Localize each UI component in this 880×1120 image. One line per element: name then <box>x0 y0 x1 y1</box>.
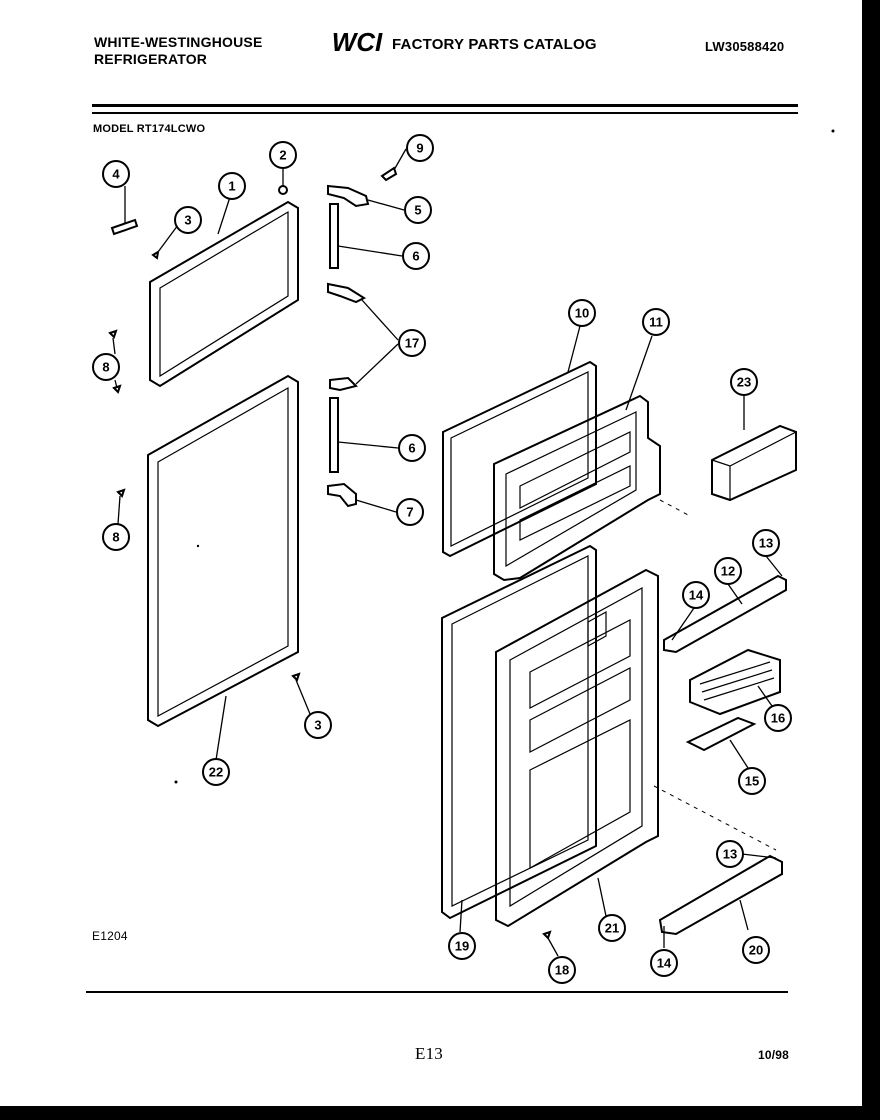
svg-text:3: 3 <box>314 718 321 733</box>
svg-text:8: 8 <box>102 360 109 375</box>
callout-21: 21 <box>598 914 626 942</box>
svg-text:16: 16 <box>771 711 785 726</box>
callout-3-upper: 3 <box>174 206 202 234</box>
alignment-line-upper <box>659 499 691 517</box>
svg-text:11: 11 <box>649 315 663 330</box>
part-23-door-bin <box>711 424 797 502</box>
callout-23: 23 <box>730 368 758 396</box>
wci-logo: WCI <box>332 28 383 56</box>
callout-12: 12 <box>714 557 742 585</box>
callout-2: 2 <box>269 141 297 169</box>
svg-text:17: 17 <box>405 336 419 351</box>
scan-speck <box>831 129 835 133</box>
svg-text:23: 23 <box>737 375 751 390</box>
callout-15: 15 <box>738 767 766 795</box>
part-18-screw <box>542 930 552 940</box>
page-code: E13 <box>415 1044 443 1063</box>
svg-text:6: 6 <box>412 249 419 264</box>
svg-text:10: 10 <box>575 306 589 321</box>
scan-speck <box>196 544 200 548</box>
callout-16: 16 <box>764 704 792 732</box>
revision-date: 10/98 <box>758 1048 790 1062</box>
callout-5: 5 <box>404 196 432 224</box>
svg-text:14: 14 <box>657 956 672 971</box>
callout-19: 19 <box>448 932 476 960</box>
svg-text:5: 5 <box>414 203 421 218</box>
svg-text:1: 1 <box>228 179 235 194</box>
callout-13-lower: 13 <box>716 840 744 868</box>
scan-border-bottom <box>0 1106 880 1120</box>
svg-text:21: 21 <box>605 921 619 936</box>
callout-1: 1 <box>218 172 246 200</box>
callout-6-upper: 6 <box>402 242 430 270</box>
svg-text:19: 19 <box>455 939 469 954</box>
header-rule-top <box>92 104 798 107</box>
callout-13-upper: 13 <box>752 529 780 557</box>
part-21-fresh-food-door-liner <box>495 568 659 928</box>
callout-22: 22 <box>202 758 230 786</box>
model-label: MODEL RT174LCWO <box>93 123 206 135</box>
svg-text:8: 8 <box>112 530 119 545</box>
part-20-lower-shelf-rail <box>658 854 783 936</box>
scan-border-right <box>862 0 880 1120</box>
wci-logo-text: WCI <box>332 28 383 56</box>
callout-14-lower: 14 <box>650 949 678 977</box>
part-3-screw-lower <box>291 672 301 682</box>
part-10-freezer-liner-frame <box>442 360 597 558</box>
part-3-screw-upper <box>151 250 160 260</box>
svg-text:22: 22 <box>209 765 223 780</box>
svg-text:6: 6 <box>408 441 415 456</box>
leader-lines <box>112 148 783 957</box>
catalog-title: FACTORY PARTS CATALOG <box>392 36 597 53</box>
figure-id: E1204 <box>92 929 128 943</box>
svg-text:20: 20 <box>749 943 763 958</box>
part-19-fresh-food-liner-frame <box>441 544 597 920</box>
svg-text:13: 13 <box>759 536 773 551</box>
hinge-assembly <box>327 166 398 508</box>
svg-text:9: 9 <box>416 141 423 156</box>
part-15-tray <box>685 716 757 752</box>
alignment-line-lower <box>653 785 777 851</box>
footer-rule <box>86 991 788 993</box>
part-11-freezer-door-liner <box>493 394 661 582</box>
callout-10: 10 <box>568 299 596 327</box>
callout-17: 17 <box>398 329 426 357</box>
callout-8-upper: 8 <box>92 353 120 381</box>
brand-line-2: REFRIGERATOR <box>94 51 208 67</box>
callout-20: 20 <box>742 936 770 964</box>
svg-text:18: 18 <box>555 963 569 978</box>
svg-text:7: 7 <box>406 505 413 520</box>
scan-speck <box>174 780 178 784</box>
callout-14-upper: 14 <box>682 581 710 609</box>
callout-9: 9 <box>406 134 434 162</box>
part-16-dairy-compartment <box>689 648 781 716</box>
svg-text:2: 2 <box>279 148 286 163</box>
callout-18: 18 <box>548 956 576 984</box>
brand-line-1: WHITE-WESTINGHOUSE <box>94 34 263 50</box>
callout-7: 7 <box>396 498 424 526</box>
part-12-door-shelf-rail <box>663 574 787 654</box>
svg-text:15: 15 <box>745 774 759 789</box>
part-2-screw <box>278 185 288 195</box>
svg-text:12: 12 <box>721 564 735 579</box>
part-22-fresh-food-gasket <box>147 374 299 728</box>
part-8-screw-a <box>108 329 118 339</box>
callout-4: 4 <box>102 160 130 188</box>
part-4-trim <box>110 218 139 236</box>
svg-text:4: 4 <box>112 167 120 182</box>
header-rule-bottom <box>92 112 798 114</box>
document-number: LW30588420 <box>705 39 785 54</box>
svg-text:13: 13 <box>723 847 737 862</box>
svg-text:3: 3 <box>184 213 191 228</box>
part-1-freezer-gasket <box>149 200 299 388</box>
callout-3-lower: 3 <box>304 711 332 739</box>
callout-8-lower: 8 <box>102 523 130 551</box>
part-8-screw-c <box>116 488 126 498</box>
svg-text:14: 14 <box>689 588 704 603</box>
callout-11: 11 <box>642 308 670 336</box>
callout-6-lower: 6 <box>398 434 426 462</box>
